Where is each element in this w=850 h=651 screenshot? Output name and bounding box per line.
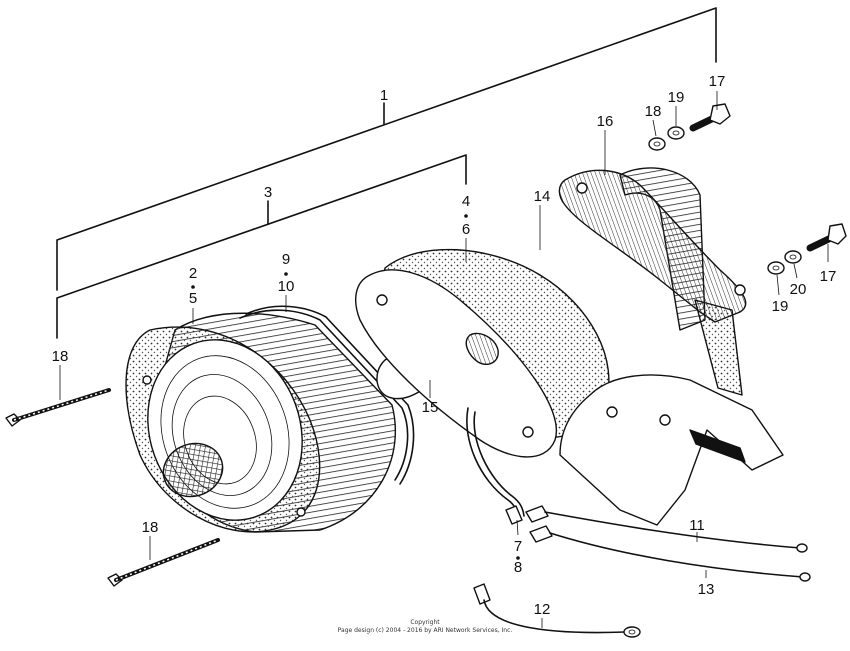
callout-18-washer: 18 bbox=[645, 103, 662, 120]
callout-3: 3 bbox=[264, 184, 272, 201]
wire-12 bbox=[473, 583, 641, 638]
callout-19-top: 19 bbox=[668, 89, 685, 106]
callout-labels: 1 3 2 5 9 10 4 6 14 16 15 18 18 17 18 19… bbox=[52, 73, 837, 618]
copyright-line-2: Page design (c) 2004 - 2016 by ARI Netwo… bbox=[338, 627, 513, 634]
leader-lines bbox=[59, 91, 829, 628]
callout-dot-9-10 bbox=[284, 272, 288, 276]
callout-1: 1 bbox=[380, 87, 388, 104]
long-screw-lower bbox=[107, 538, 220, 587]
callout-13: 13 bbox=[698, 581, 715, 598]
lamp-body bbox=[354, 248, 610, 458]
bolt-right bbox=[806, 223, 847, 252]
callout-10: 10 bbox=[278, 278, 295, 295]
callout-9: 9 bbox=[282, 251, 290, 268]
callout-5: 5 bbox=[189, 290, 197, 307]
callout-17-right: 17 bbox=[820, 268, 837, 285]
callout-2: 2 bbox=[189, 265, 197, 282]
callout-dot-2-5 bbox=[191, 285, 195, 289]
washer-upper-18 bbox=[648, 137, 666, 151]
mounting-bracket bbox=[558, 167, 784, 526]
callout-dot-4-6 bbox=[464, 214, 468, 218]
callout-20: 20 bbox=[790, 281, 807, 298]
callout-18-bottom: 18 bbox=[142, 519, 159, 536]
callout-14: 14 bbox=[534, 188, 551, 205]
copyright-line-1: Copyright bbox=[410, 619, 440, 626]
callout-dot-7-8 bbox=[516, 556, 520, 560]
callout-8: 8 bbox=[514, 559, 522, 576]
wire-11 bbox=[525, 505, 808, 553]
callout-12: 12 bbox=[534, 601, 551, 618]
washer-right-20 bbox=[784, 250, 802, 264]
copyright-notice: Copyright Page design (c) 2004 - 2016 by… bbox=[338, 619, 513, 634]
bracket-assembly-1 bbox=[56, 7, 717, 291]
callout-7: 7 bbox=[514, 538, 522, 555]
wire-13 bbox=[529, 525, 811, 582]
tail-lens bbox=[125, 312, 396, 533]
lamp-leads bbox=[466, 407, 525, 525]
washer-right-19 bbox=[767, 261, 785, 275]
bolt-upper bbox=[689, 103, 731, 132]
callout-16: 16 bbox=[597, 113, 614, 130]
bracket-assembly-3 bbox=[56, 154, 467, 339]
callout-6: 6 bbox=[462, 221, 470, 238]
callout-18-left: 18 bbox=[52, 348, 69, 365]
callout-17-top: 17 bbox=[709, 73, 726, 90]
callout-11: 11 bbox=[689, 517, 705, 534]
callout-4: 4 bbox=[462, 193, 470, 210]
lens-gasket bbox=[239, 305, 415, 485]
callout-19-right: 19 bbox=[772, 298, 789, 315]
callout-15: 15 bbox=[422, 399, 439, 416]
long-screw-upper bbox=[5, 388, 111, 427]
washer-upper-19 bbox=[667, 126, 685, 140]
